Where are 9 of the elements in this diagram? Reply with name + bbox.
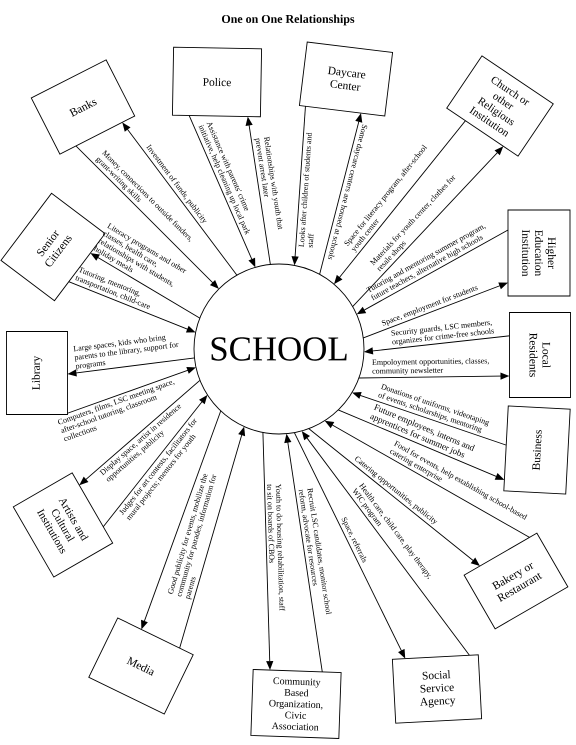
entity-box: Library: [6, 331, 68, 415]
entity-box: Community Based Organization, Civic Association: [250, 669, 342, 739]
entity-box: Police: [172, 46, 262, 118]
entity-box: Business: [503, 405, 571, 495]
entity-box: Social Service Agency: [392, 654, 482, 724]
title: One on One Relationships: [222, 14, 354, 26]
entity-box: Local Residents: [509, 312, 571, 398]
entity-box: Daycare Center: [298, 42, 394, 116]
entity-box: Higher Education Institution: [508, 210, 570, 296]
